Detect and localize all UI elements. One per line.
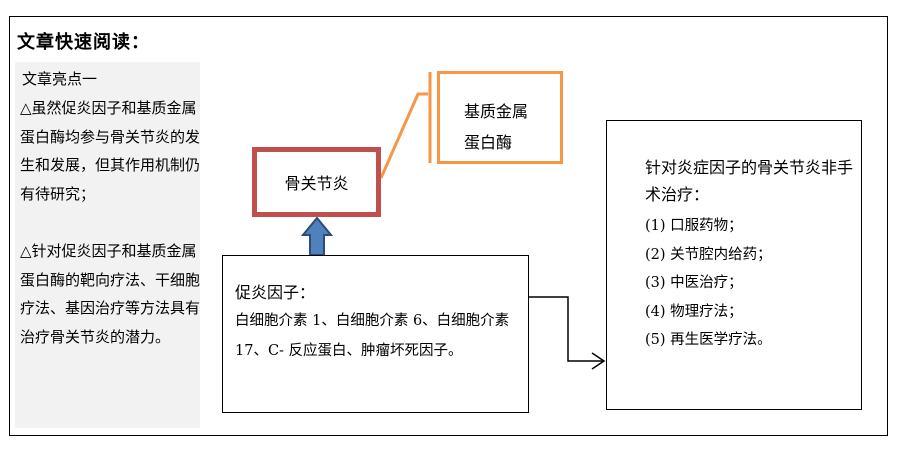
treatment-item: (2) 关节腔内给药；	[645, 246, 772, 263]
highlight-item: △针对促炎因子和基质金属蛋白酶的靶向疗法、干细胞疗法、基因治疗等方法具有治疗骨关…	[20, 242, 201, 346]
proinflammatory-box: 促炎因子： 白细胞介素 1、白细胞介素 6、白细胞介素 17、C- 反应蛋白、肿…	[222, 255, 529, 413]
mmp-label-line1: 基质金属	[464, 102, 529, 121]
treatment-title: 针对炎症因子的骨关节炎非手术治疗：	[645, 158, 854, 204]
treatment-list: (1) 口服药物； (2) 关节腔内给药； (3) 中医治疗； (4) 物理疗法…	[645, 212, 861, 355]
up-arrow	[300, 216, 334, 256]
treatment-item: (5) 再生医学疗法。	[645, 332, 772, 348]
treatment-arrowhead	[591, 352, 606, 370]
figure-frame	[9, 16, 888, 436]
osteoarthritis-label: 骨关节炎	[284, 174, 349, 193]
highlights-panel	[15, 62, 200, 428]
highlights-heading: 文章亮点一	[22, 70, 98, 88]
mmp-box: 基质金属 蛋白酶	[437, 71, 563, 164]
treatment-item: (4) 物理疗法；	[645, 303, 743, 320]
osteoarthritis-box: 骨关节炎	[252, 147, 381, 217]
mmp-label-line2: 蛋白酶	[464, 133, 513, 152]
figure-title: 文章快速阅读：	[17, 32, 150, 53]
treatment-item: (3) 中医治疗；	[645, 275, 743, 291]
treatment-connector	[529, 296, 603, 362]
mmp-connector	[379, 92, 428, 179]
treatment-item: (1) 口服药物；	[645, 218, 743, 234]
highlight-item: △虽然促炎因子和基质金属蛋白酶均参与骨关节炎的发生和发展，但其作用机制仍有待研究…	[20, 99, 201, 203]
proinflammatory-body: 白细胞介素 1、白细胞介素 6、白细胞介素 17、C- 反应蛋白、肿瘤坏死因子。	[235, 313, 510, 359]
proinflammatory-title: 促炎因子：	[235, 283, 316, 302]
treatment-box: 针对炎症因子的骨关节炎非手术治疗： (1) 口服药物； (2) 关节腔内给药； …	[606, 120, 862, 410]
